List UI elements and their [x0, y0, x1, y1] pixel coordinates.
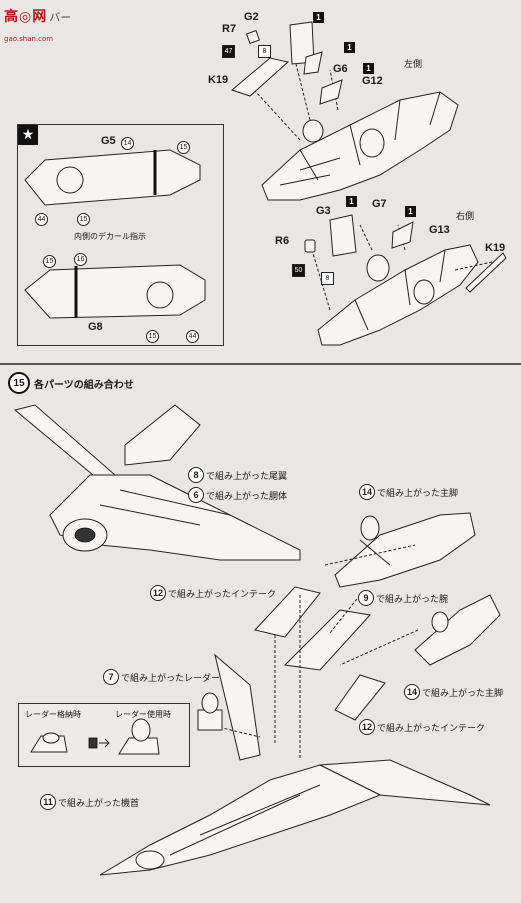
- part-label-g2: G2: [244, 11, 259, 23]
- decal-number: 16: [74, 253, 87, 266]
- step-ref: 12: [359, 719, 375, 735]
- part-label-g3: G3: [316, 205, 331, 217]
- radar-stowed-label: レーダー格納時: [25, 710, 81, 719]
- decal-number: 15: [43, 255, 56, 268]
- radar-deployed-label: レーダー使用時: [115, 710, 171, 719]
- step-ref: 12: [150, 585, 166, 601]
- site-watermark-logo: 高◎网バー gao.shan.com: [4, 6, 71, 45]
- caption-intake-a: 12 で組み上がったインテーク: [150, 585, 276, 601]
- side-label-left: 左側: [404, 59, 423, 69]
- step-15-header: 15 各パーツの組み合わせ: [8, 372, 134, 394]
- part-number-8: 8: [321, 272, 334, 285]
- step-ref: 8: [188, 467, 204, 483]
- caption-intake-b: 12 で組み上がったインテーク: [359, 719, 485, 735]
- part-label-g5: G5: [101, 135, 116, 147]
- step-ref: 11: [40, 794, 56, 810]
- right-fuselage-illustration: [304, 214, 507, 346]
- watermark-brand: 高◎网: [4, 9, 48, 25]
- caption-text: で組み上がったレーダー: [121, 673, 221, 684]
- rear-body-illustration: [13, 404, 301, 561]
- left-fuselage-illustration: [230, 21, 459, 201]
- caption-text: で組み上がった腕: [376, 594, 449, 605]
- step-ref: 7: [103, 669, 119, 685]
- radar-illustration: [197, 692, 223, 731]
- step-ref: 14: [359, 484, 375, 500]
- caption-text: で組み上がったインテーク: [377, 723, 486, 734]
- part-number-8: 8: [258, 45, 271, 58]
- caption-body: 6 で組み上がった胴体: [188, 487, 287, 503]
- part-label-r6: R6: [275, 235, 290, 247]
- landing-gear-illustration: [334, 512, 476, 588]
- step-ref: 14: [404, 684, 420, 700]
- nose-assembly-illustration: [99, 544, 491, 876]
- decal-number: 15: [77, 213, 90, 226]
- caption-text: で組み上がった尾翼: [206, 471, 288, 482]
- inset-shell-illustrations: [24, 149, 206, 319]
- caption-main-gear-b: 14 で組み上がった主脚: [404, 684, 503, 700]
- inset-caption: 内側のデカール指示: [74, 232, 146, 241]
- caption-text: で組み上がった主脚: [422, 688, 504, 699]
- section-divider: [0, 363, 521, 365]
- watermark-sub: gao.shan.com: [4, 35, 54, 43]
- radar-mode-illustration: [30, 718, 160, 755]
- decal-inset-box: [17, 124, 224, 346]
- decal-number: 14: [121, 137, 134, 150]
- part-label-g7: G7: [372, 198, 387, 210]
- decal-number-50: 50: [292, 264, 305, 277]
- part-label-g6: G6: [333, 63, 348, 75]
- radar-mode-box: レーダー格納時 レーダー使用時: [18, 703, 190, 767]
- caption-text: で組み上がったインテーク: [168, 589, 277, 600]
- qty-badge: 1: [363, 63, 374, 74]
- caption-text: で組み上がった機首: [58, 798, 140, 809]
- qty-badge: 1: [344, 42, 355, 53]
- step-title: 各パーツの組み合わせ: [34, 379, 134, 391]
- qty-badge: 1: [313, 12, 324, 23]
- caption-text: で組み上がった胴体: [206, 491, 288, 502]
- upper-assembly-drawing: [24, 21, 507, 346]
- caption-text: で組み上がった主脚: [377, 488, 459, 499]
- step-ref: 6: [188, 487, 204, 503]
- qty-badge: 1: [405, 206, 416, 217]
- qty-badge: 1: [346, 196, 357, 207]
- decal-number: 44: [186, 330, 199, 343]
- part-label-r7: R7: [222, 23, 237, 35]
- part-label-g12: G12: [362, 75, 383, 87]
- decal-number: 44: [35, 213, 48, 226]
- caption-radar: 7 で組み上がったレーダー: [103, 669, 220, 685]
- part-label-k19: K19: [208, 74, 229, 86]
- part-label-k19-right: K19: [485, 242, 506, 254]
- intake-illustration: [254, 586, 501, 721]
- decal-number: 15: [177, 141, 190, 154]
- caption-arm: 9 で組み上がった腕: [358, 590, 448, 606]
- part-label-g8: G8: [88, 321, 103, 333]
- side-label-right: 右側: [456, 211, 475, 221]
- step-number: 15: [8, 372, 30, 394]
- caption-main-gear-a: 14 で組み上がった主脚: [359, 484, 458, 500]
- decal-number: 15: [146, 330, 159, 343]
- caption-tail-fin: 8 で組み上がった尾翼: [188, 467, 287, 483]
- decal-number-47: 47: [222, 45, 235, 58]
- watermark-tail: バー: [49, 11, 72, 24]
- star-icon: ★: [18, 125, 38, 145]
- step15-assembly-drawing: [13, 404, 501, 876]
- part-label-g13: G13: [429, 224, 450, 236]
- step-ref: 9: [358, 590, 374, 606]
- caption-nose: 11 で組み上がった機首: [40, 794, 139, 810]
